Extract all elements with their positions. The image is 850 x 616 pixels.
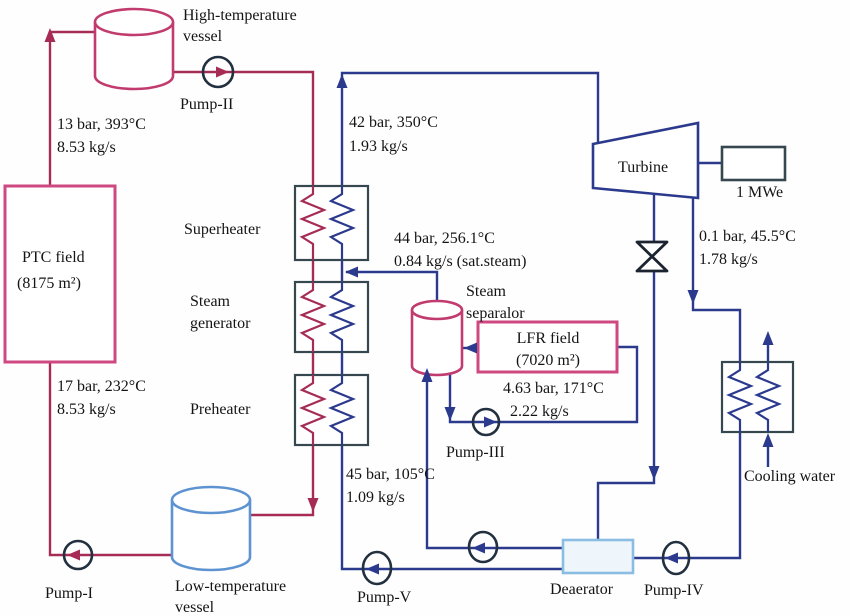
pump-3-label: Pump-III	[446, 444, 505, 461]
steam-generator-label-1: Steam	[190, 293, 231, 310]
high-temp-vessel-label-1: High-temperature	[183, 7, 297, 24]
pump-4	[661, 540, 691, 576]
preheater-hot-coil	[299, 375, 327, 445]
steam-generator-water-coil	[328, 282, 356, 352]
feedwater-stream-1: 45 bar, 105°C	[346, 466, 435, 483]
ptc-inlet-stream-1: 17 bar, 232°C	[57, 378, 146, 395]
turbine-body	[591, 121, 700, 200]
lfr-field-label-1: LFR field	[517, 330, 580, 347]
ptc-outlet-stream-1: 13 bar, 393°C	[57, 116, 146, 133]
pump-3	[471, 407, 501, 437]
arrow-pump4-flow	[665, 552, 678, 564]
condenser-cooling-coil	[754, 362, 782, 432]
steam-separator-label-1: Steam	[466, 283, 507, 300]
generator-box	[720, 145, 787, 182]
steam-generator-label-2: generator	[190, 315, 251, 332]
throttle-valve	[635, 240, 669, 273]
sat-steam-stream-1: 44 bar, 256.1°C	[394, 230, 495, 247]
arrow-pump2-flow	[216, 66, 229, 78]
arrow-lfr-to-separator	[464, 342, 477, 354]
main-steam-stream-1: 42 bar, 350°C	[349, 114, 438, 131]
preheater-water-coil	[328, 375, 356, 445]
arrow-bleed-down	[648, 466, 660, 480]
arrow-cooling-out-up	[762, 331, 774, 345]
pump-1-label: Pump-I	[45, 585, 93, 602]
ptc-outlet-stream-2: 8.53 kg/s	[57, 139, 116, 156]
arrow-recirc-down	[444, 407, 456, 421]
low-temp-vessel-label-2: vessel	[175, 599, 215, 616]
ptc-field-box	[3, 184, 117, 364]
ptc-inlet-stream-2: 8.53 kg/s	[57, 401, 116, 418]
superheater-box	[293, 184, 370, 262]
lfr-recirc-stream-2: 2.22 kg/s	[510, 403, 569, 420]
pump-5-label: Pump-V	[357, 589, 412, 606]
feed-pump	[467, 530, 499, 564]
preheater-label: Preheater	[190, 401, 251, 418]
arrow-sat-steam-left	[345, 266, 358, 278]
ptc-field-label-2: (8175 m²)	[17, 275, 81, 292]
lfr-field-box	[476, 320, 619, 374]
arrow-pump1-flow	[67, 549, 80, 561]
low-temperature-vessel	[170, 485, 252, 572]
turbine-label: Turbine	[618, 159, 668, 176]
arrow-cooling-in-up	[762, 433, 774, 447]
pipe-condensate	[633, 432, 742, 560]
pipe-saturated-steam	[346, 270, 439, 302]
arrow-ptc-riser-up	[44, 28, 56, 42]
pipe-deaerator-to-separator	[425, 372, 563, 550]
pipe-turbine-exhaust	[691, 198, 742, 362]
pump-1	[62, 539, 94, 571]
condenser-steam-coil	[726, 362, 754, 432]
pipe-feedwater-main	[340, 71, 600, 571]
arrow-exhaust-down	[687, 290, 699, 304]
low-temp-vessel-label-1: Low-temperature	[175, 578, 286, 595]
deaerator-box	[561, 538, 635, 575]
deaerator-label: Deaerator	[550, 581, 614, 598]
exhaust-stream-2: 1.78 kg/s	[699, 251, 758, 268]
pump-2-label: Pump-II	[180, 96, 233, 113]
high-temp-vessel-label-2: vessel	[183, 28, 223, 45]
steam-separator-label-2: separalor	[466, 305, 525, 322]
superheater-water-coil	[328, 186, 356, 260]
exhaust-stream-1: 0.1 bar, 45.5°C	[699, 228, 796, 245]
high-temperature-vessel	[93, 7, 175, 91]
superheater-label: Superheater	[184, 221, 261, 238]
sat-steam-stream-2: 0.84 kg/s (sat.steam)	[394, 253, 526, 270]
steam-generator-hot-coil	[299, 282, 327, 352]
pump-5	[361, 550, 393, 586]
pipe-valve-to-deaerator	[596, 271, 656, 540]
arrow-separator-feed-up	[421, 368, 433, 382]
pipe-lfr-recirculation	[448, 345, 639, 424]
cooling-water-label: Cooling water	[744, 468, 836, 485]
pump-4-label: Pump-IV	[644, 582, 704, 599]
arrow-main-steam-up	[336, 74, 348, 88]
lfr-field-label-2: (7020 m²)	[516, 352, 580, 369]
superheater-hot-coil	[299, 186, 327, 260]
steam-separator-vessel	[410, 299, 464, 377]
ptc-field-label-1: PTC field	[22, 249, 85, 266]
generator-label: 1 MWe	[736, 184, 783, 201]
arrow-hot-to-low-vessel	[307, 498, 319, 512]
arrow-pump5-flow	[366, 563, 379, 575]
arrow-pump3-flow	[484, 416, 497, 428]
lfr-recirc-stream-1: 4.63 bar, 171°C	[503, 380, 604, 397]
arrow-feedpump-flow	[472, 542, 485, 554]
main-steam-stream-2: 1.93 kg/s	[349, 138, 408, 155]
pump-2	[201, 55, 235, 89]
feedwater-stream-2: 1.09 kg/s	[346, 489, 405, 506]
